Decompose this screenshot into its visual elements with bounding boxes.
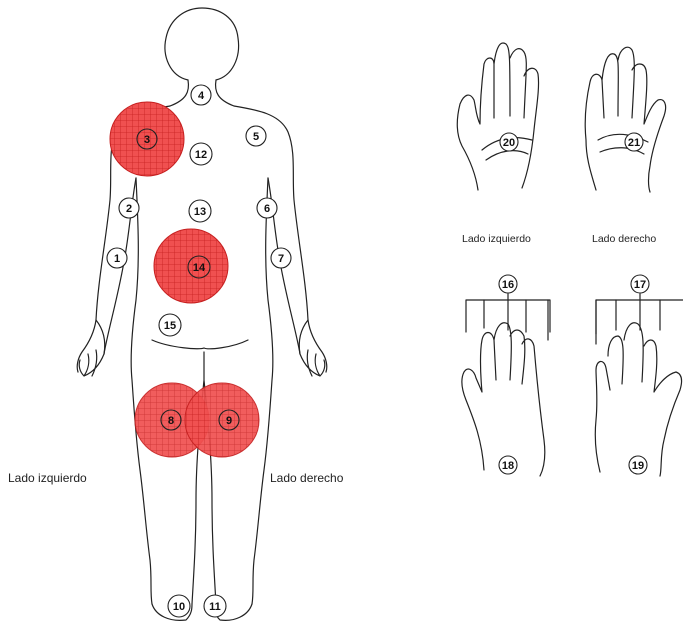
tender-point-20: 20 <box>500 133 518 151</box>
svg-text:13: 13 <box>194 206 206 218</box>
svg-text:5: 5 <box>253 131 259 143</box>
body-right-side <box>234 106 327 372</box>
left-hand-of-body <box>79 320 105 376</box>
tender-point-5: 5 <box>246 126 266 146</box>
tender-point-11: 11 <box>204 595 226 617</box>
tender-point-12: 12 <box>190 143 212 165</box>
tender-point-18: 18 <box>499 456 517 474</box>
tender-point-19: 19 <box>629 456 647 474</box>
palm-right: 21 <box>585 47 665 192</box>
svg-text:18: 18 <box>502 460 514 472</box>
svg-text:19: 19 <box>632 460 644 472</box>
svg-text:20: 20 <box>503 137 515 149</box>
svg-text:11: 11 <box>209 601 221 613</box>
svg-text:9: 9 <box>226 415 232 427</box>
highlight-point-14 <box>154 229 228 303</box>
body-head <box>165 8 239 80</box>
tender-point-10: 10 <box>168 595 190 617</box>
tender-point-2: 2 <box>119 198 139 218</box>
right-hand-of-body <box>299 320 325 376</box>
tender-point-4: 4 <box>191 85 211 105</box>
tender-point-6: 6 <box>257 198 277 218</box>
body-left-side-label: Lado izquierdo <box>8 471 87 485</box>
palm-left: 20 <box>457 43 538 190</box>
svg-text:15: 15 <box>164 320 176 332</box>
svg-text:17: 17 <box>634 279 646 291</box>
tender-point-17: 17 <box>631 275 649 293</box>
svg-text:1: 1 <box>114 253 120 265</box>
tender-point-15: 15 <box>159 314 181 336</box>
highlight-point-9 <box>185 383 259 457</box>
svg-text:2: 2 <box>126 203 132 215</box>
tender-point-1: 1 <box>107 248 127 268</box>
hand-back-left: 16 18 <box>462 275 550 476</box>
body-right-side-label: Lado derecho <box>270 471 344 485</box>
svg-text:7: 7 <box>278 253 284 265</box>
svg-text:3: 3 <box>144 134 150 146</box>
svg-text:8: 8 <box>168 415 174 427</box>
svg-text:4: 4 <box>198 90 205 102</box>
tender-point-21: 21 <box>625 133 643 151</box>
tender-point-16: 16 <box>499 275 517 293</box>
palms-right-side-label: Lado derecho <box>592 233 656 245</box>
svg-text:21: 21 <box>628 137 640 149</box>
svg-text:12: 12 <box>195 149 207 161</box>
svg-text:14: 14 <box>193 262 206 274</box>
svg-text:6: 6 <box>264 203 270 215</box>
tender-point-13: 13 <box>189 200 211 222</box>
svg-text:16: 16 <box>502 279 514 291</box>
hand-back-right: 17 19 <box>595 275 683 476</box>
svg-text:10: 10 <box>173 601 185 613</box>
palms-left-side-label: Lado izquierdo <box>462 233 531 245</box>
body-neck <box>170 80 188 106</box>
highlighted-regions <box>110 102 259 457</box>
waist-line <box>152 340 248 349</box>
tender-point-7: 7 <box>271 248 291 268</box>
